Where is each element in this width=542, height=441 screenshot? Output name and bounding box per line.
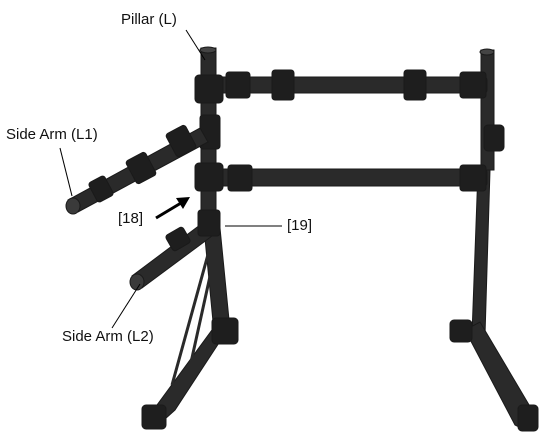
label-ref-18: [18]	[118, 210, 144, 227]
arrow-18	[155, 197, 190, 220]
lower-bar-clamp-left	[227, 164, 253, 192]
leader-side-arm-l1	[59, 147, 73, 197]
upper-bar-clamp-mid-2	[403, 69, 427, 101]
lower-bar	[212, 168, 488, 187]
leader-side-arm-l2	[111, 283, 141, 329]
label-side-arm-l1: Side Arm (L1)	[6, 126, 98, 143]
upper-bar-clamp-mid-1	[271, 69, 295, 101]
upper-bar-clamp-right	[459, 71, 487, 99]
upper-bar-clamp-left	[225, 71, 251, 99]
upper-bar	[212, 76, 488, 94]
leader-pillar-l	[185, 29, 206, 61]
label-pillar-l: Pillar (L)	[121, 11, 177, 28]
lower-bar-clamp-right	[459, 164, 487, 192]
pillar-right-back	[480, 49, 495, 171]
label-ref-19: [19]	[287, 217, 313, 234]
leg-right	[471, 169, 491, 336]
label-side-arm-l2: Side Arm (L2)	[62, 328, 154, 345]
